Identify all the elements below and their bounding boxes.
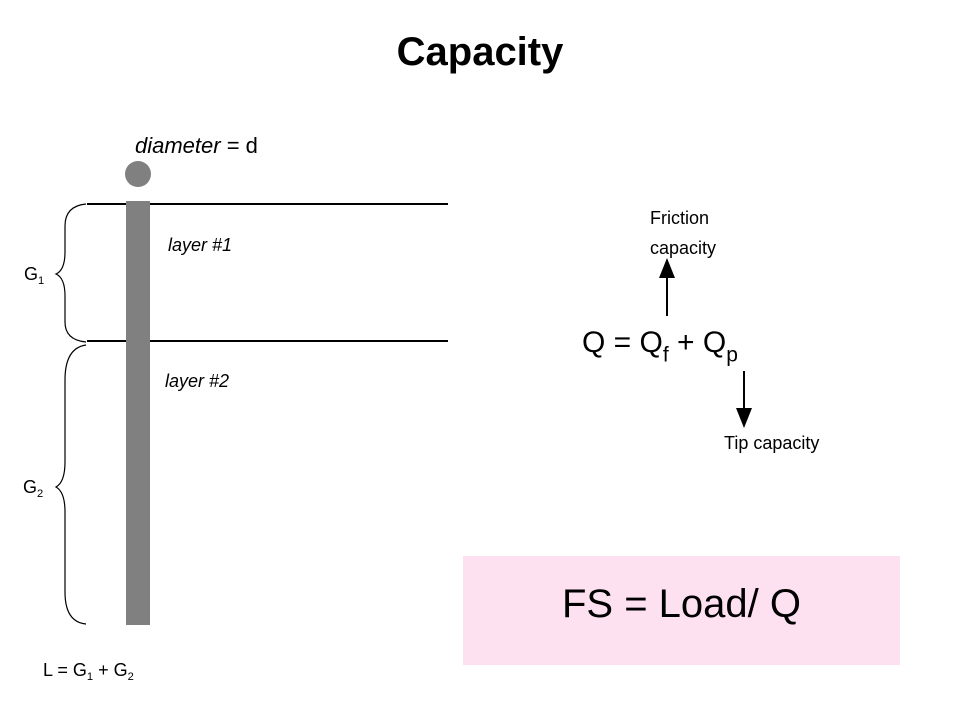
equation-sub-p: p [726,343,738,367]
layer-1-label: layer #1 [168,235,233,255]
segment-g1-sub: 1 [38,274,45,287]
length-sub-1: 1 [86,670,94,683]
length-lhs: L = G [43,660,87,680]
pile-head [125,161,151,187]
brace-g1 [54,203,87,343]
pile-shaft [126,201,150,625]
segment-g1-label: G1 [24,264,45,287]
diameter-value: = d [220,133,258,158]
segment-g2-base: G [23,477,38,497]
tip-capacity-label: Tip capacity [724,433,820,453]
diameter-label: diameter = d [135,133,258,159]
capacity-equation: Q = Qf + Qp [582,326,738,365]
equation-sub-f: f [662,343,669,367]
length-sub-2: 2 [127,670,134,683]
segment-g2-sub: 2 [37,487,44,500]
friction-capacity-label: Friction capacity [650,208,717,258]
factor-of-safety-formula: FS = Load/ Q [561,582,802,626]
length-plus: + G [93,660,128,680]
segment-g2-label: G2 [23,477,44,500]
equation-plus: + Q [668,326,727,359]
fs-box-bg [463,556,900,665]
factor-of-safety-box: FS = Load/ Q [463,556,900,665]
diameter-word: diameter [135,133,221,158]
length-formula: L = G1 + G2 [43,660,134,683]
page-title: Capacity [396,30,564,74]
segment-g1-base: G [24,264,39,284]
brace-g2 [54,344,87,625]
layer-2-label: layer #2 [165,371,230,391]
equation-lhs: Q = Q [582,326,663,359]
